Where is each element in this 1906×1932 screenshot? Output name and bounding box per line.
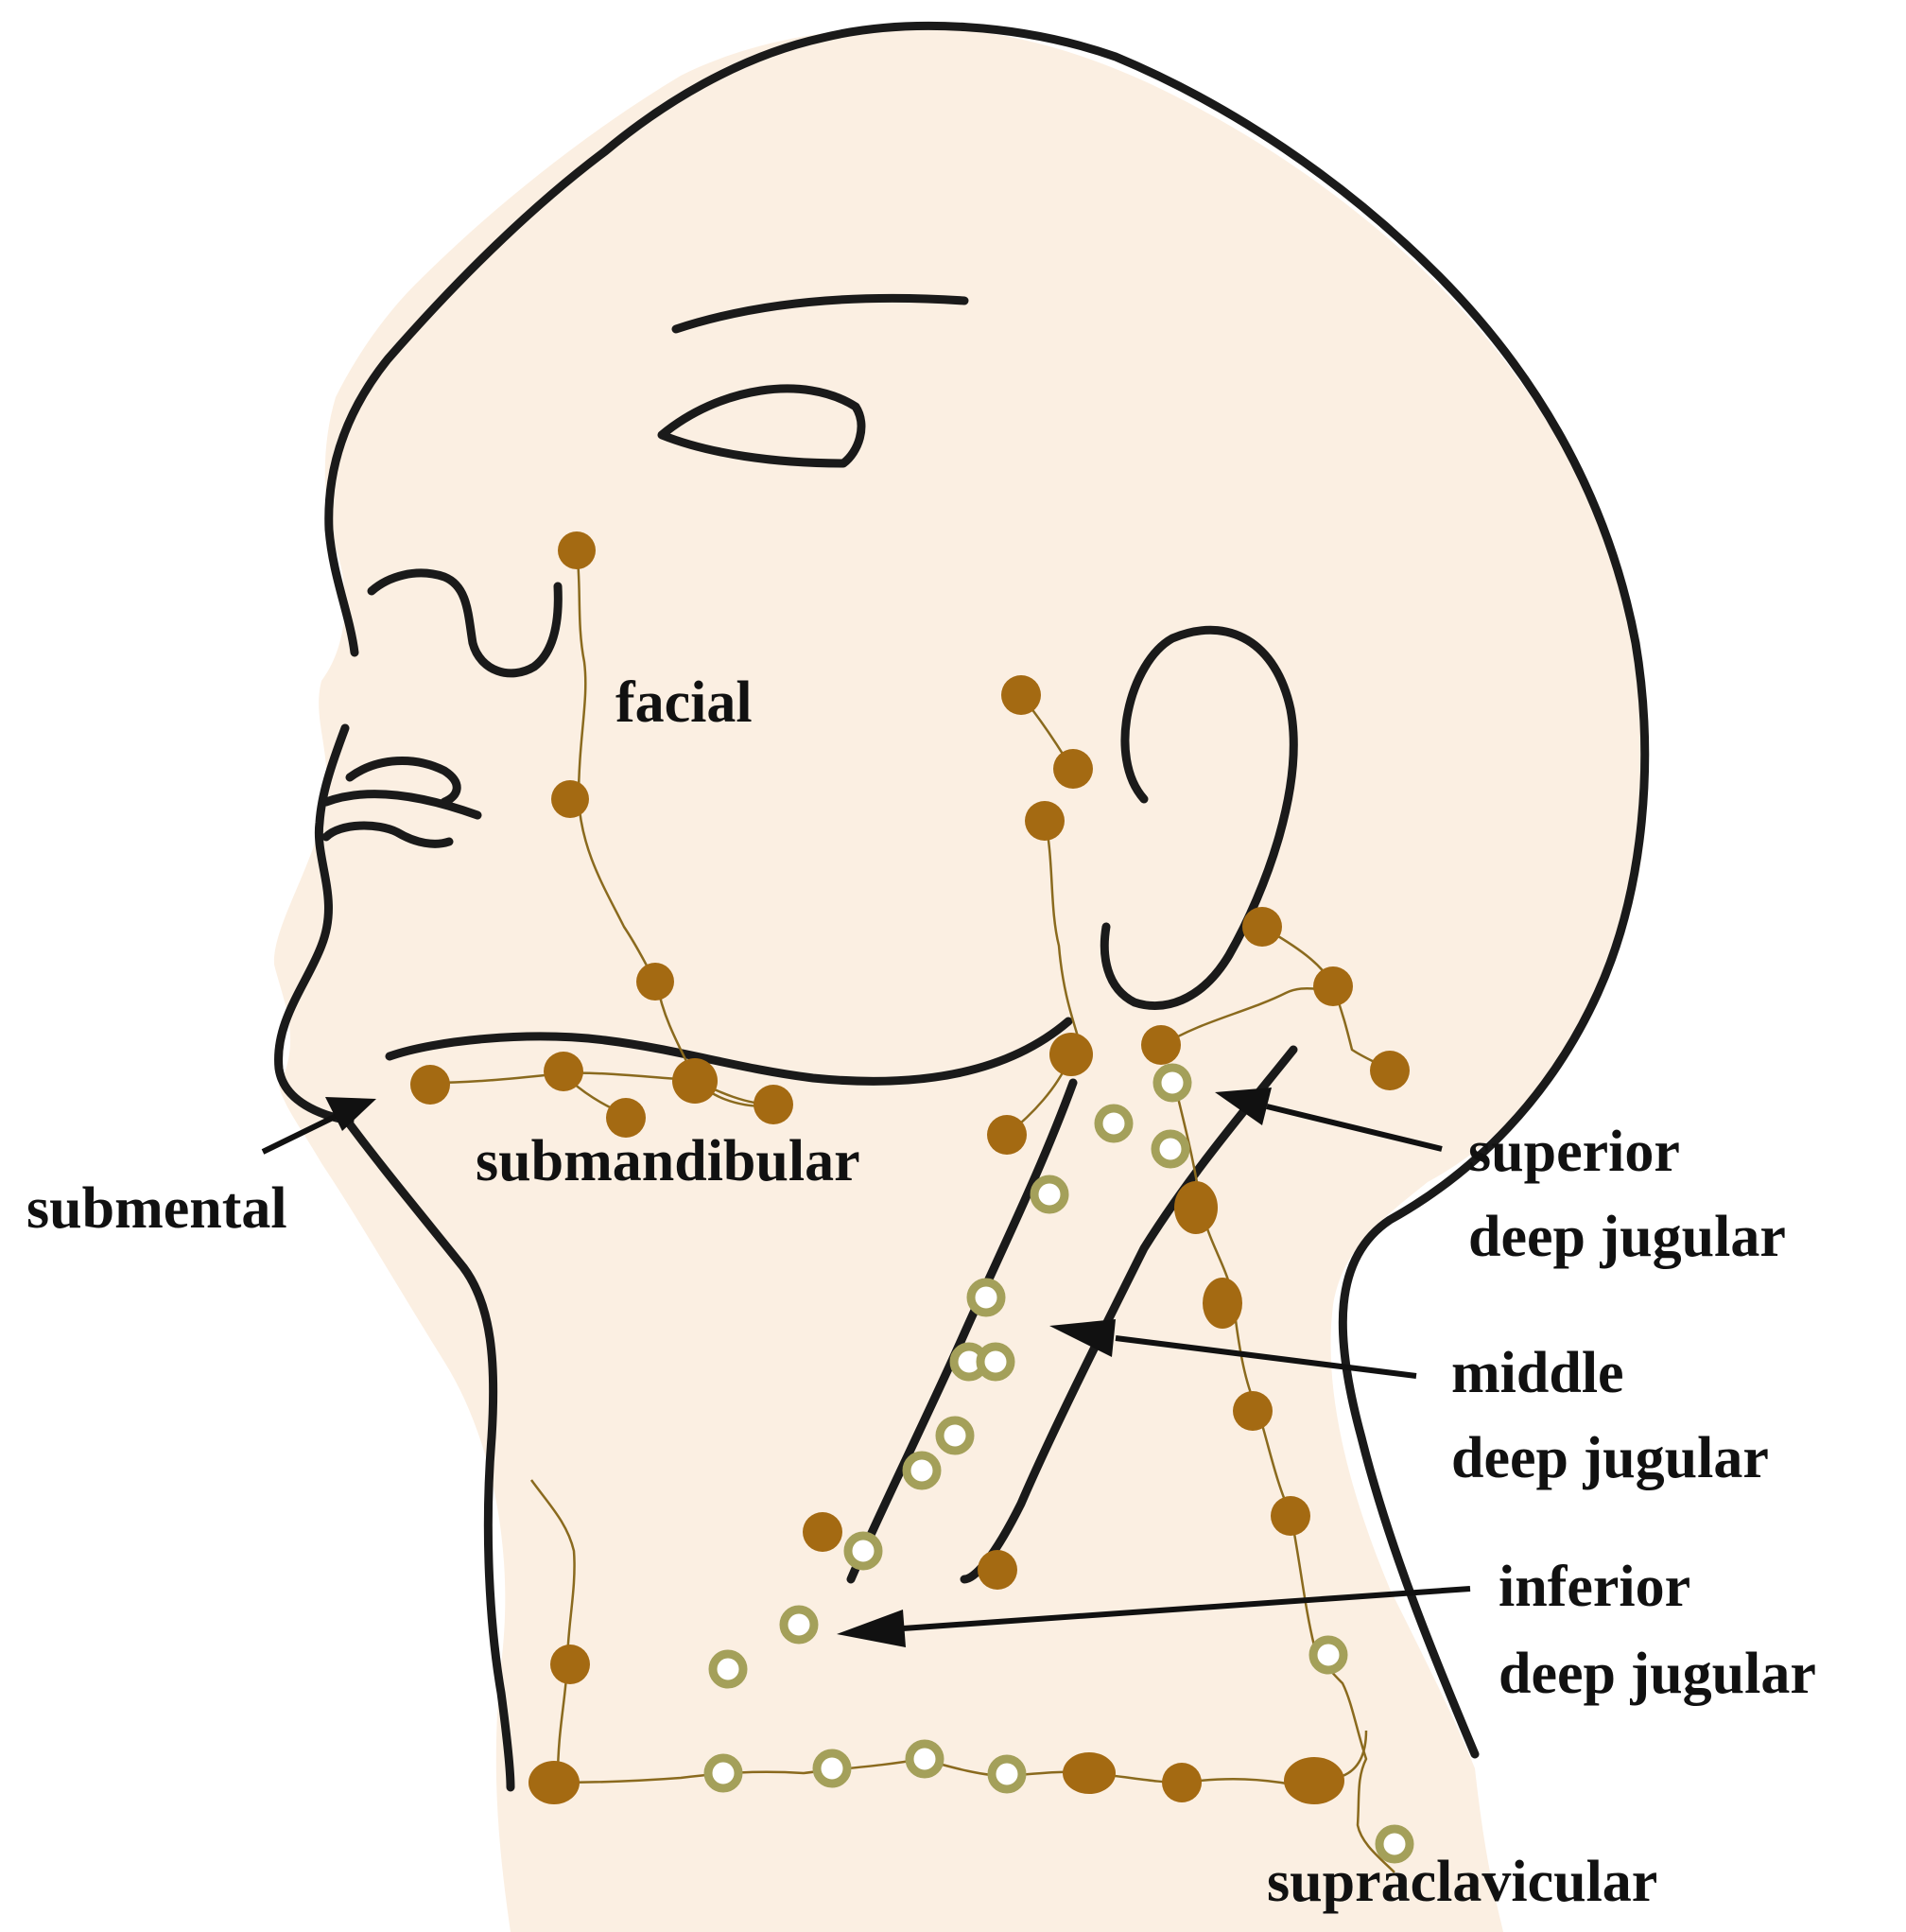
lymph-node-filled — [558, 531, 596, 569]
label-superior-line2: deep jugular — [1468, 1205, 1786, 1269]
lymph-node-filled — [410, 1065, 450, 1105]
lymph-node-filled — [1162, 1763, 1202, 1802]
lymph-node-filled — [1049, 1033, 1093, 1076]
lymph-node-open — [713, 1654, 743, 1684]
label-inferior-line1: inferior — [1499, 1555, 1690, 1619]
lymph-node-filled — [636, 963, 674, 1001]
label-submental: submental — [26, 1176, 287, 1241]
lymph-node-filled — [1063, 1752, 1116, 1794]
lymph-node-filled — [1271, 1496, 1310, 1536]
lymph-node-filled — [1141, 1025, 1181, 1065]
label-facial: facial — [615, 670, 753, 735]
lymph-node-filled — [978, 1550, 1017, 1590]
lymph-node-open — [1034, 1179, 1065, 1210]
lymph-node-filled — [528, 1761, 580, 1804]
lymph-node-filled — [551, 780, 589, 818]
lymph-node-filled — [1370, 1051, 1410, 1090]
lymph-node-open — [1313, 1640, 1343, 1670]
lymph-node-open — [907, 1455, 937, 1486]
lymph-node-open — [1155, 1134, 1186, 1164]
label-middle-line2: deep jugular — [1451, 1426, 1769, 1490]
lymph-node-open — [848, 1536, 878, 1566]
lymph-node-filled — [1025, 801, 1065, 841]
lymph-node-filled — [1242, 907, 1282, 947]
lymph-node-filled — [544, 1052, 583, 1091]
lymph-node-filled — [550, 1645, 590, 1684]
lymph-node-open — [708, 1758, 738, 1788]
lymph-node-filled — [987, 1115, 1027, 1155]
lymph-node-open — [940, 1420, 970, 1451]
label-supraclavicular: supraclavicular — [1267, 1850, 1657, 1914]
lymph-node-open — [971, 1282, 1001, 1313]
label-middle-line1: middle — [1451, 1341, 1624, 1405]
label-submandibular: submandibular — [476, 1129, 860, 1193]
head-silhouette — [274, 27, 1648, 1932]
lymph-node-filled — [1284, 1757, 1344, 1804]
lymph-node-open — [1099, 1108, 1129, 1139]
lymph-node-filled — [803, 1512, 842, 1552]
label-superior-line1: superior — [1468, 1120, 1680, 1184]
lymph-node-open — [784, 1610, 814, 1640]
lymph-node-open — [980, 1347, 1011, 1377]
lymph-node-open — [817, 1753, 847, 1784]
lymph-node-open — [910, 1744, 940, 1774]
lymph-node-filled — [754, 1085, 793, 1124]
lymph-node-filled — [1053, 749, 1093, 789]
lymph-node-open — [992, 1759, 1022, 1789]
label-inferior-line2: deep jugular — [1499, 1642, 1816, 1706]
lymph-node-filled — [1203, 1278, 1242, 1329]
lymph-node-filled — [1174, 1181, 1218, 1234]
lymph-node-filled — [1233, 1391, 1273, 1431]
lymph-node-filled — [1313, 966, 1353, 1006]
lymph-node-filled — [1001, 675, 1041, 715]
lymph-node-open — [1157, 1068, 1187, 1098]
lymph-node-filled — [672, 1058, 718, 1104]
